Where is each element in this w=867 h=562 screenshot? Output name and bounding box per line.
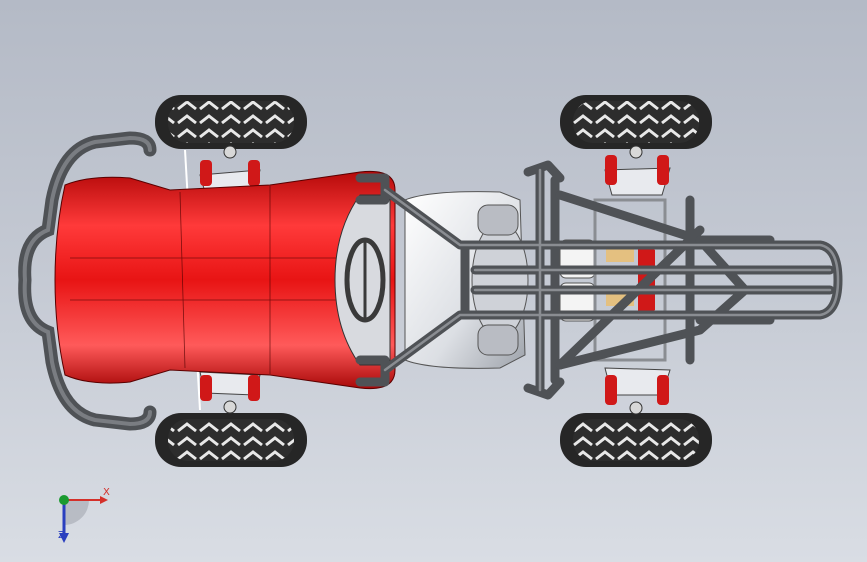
body-shell bbox=[54, 170, 396, 390]
front-right-tire bbox=[155, 413, 307, 467]
axis-triad-icon bbox=[59, 495, 108, 543]
steering-wheel bbox=[344, 237, 386, 323]
rear-left-tire bbox=[560, 95, 712, 149]
x-axis-label: X bbox=[103, 487, 110, 498]
rear-suspension bbox=[604, 145, 671, 415]
front-suspension bbox=[184, 145, 261, 414]
front-left-tire bbox=[155, 95, 307, 149]
z-axis-label: Z bbox=[58, 530, 65, 541]
rear-right-tire bbox=[560, 413, 712, 467]
